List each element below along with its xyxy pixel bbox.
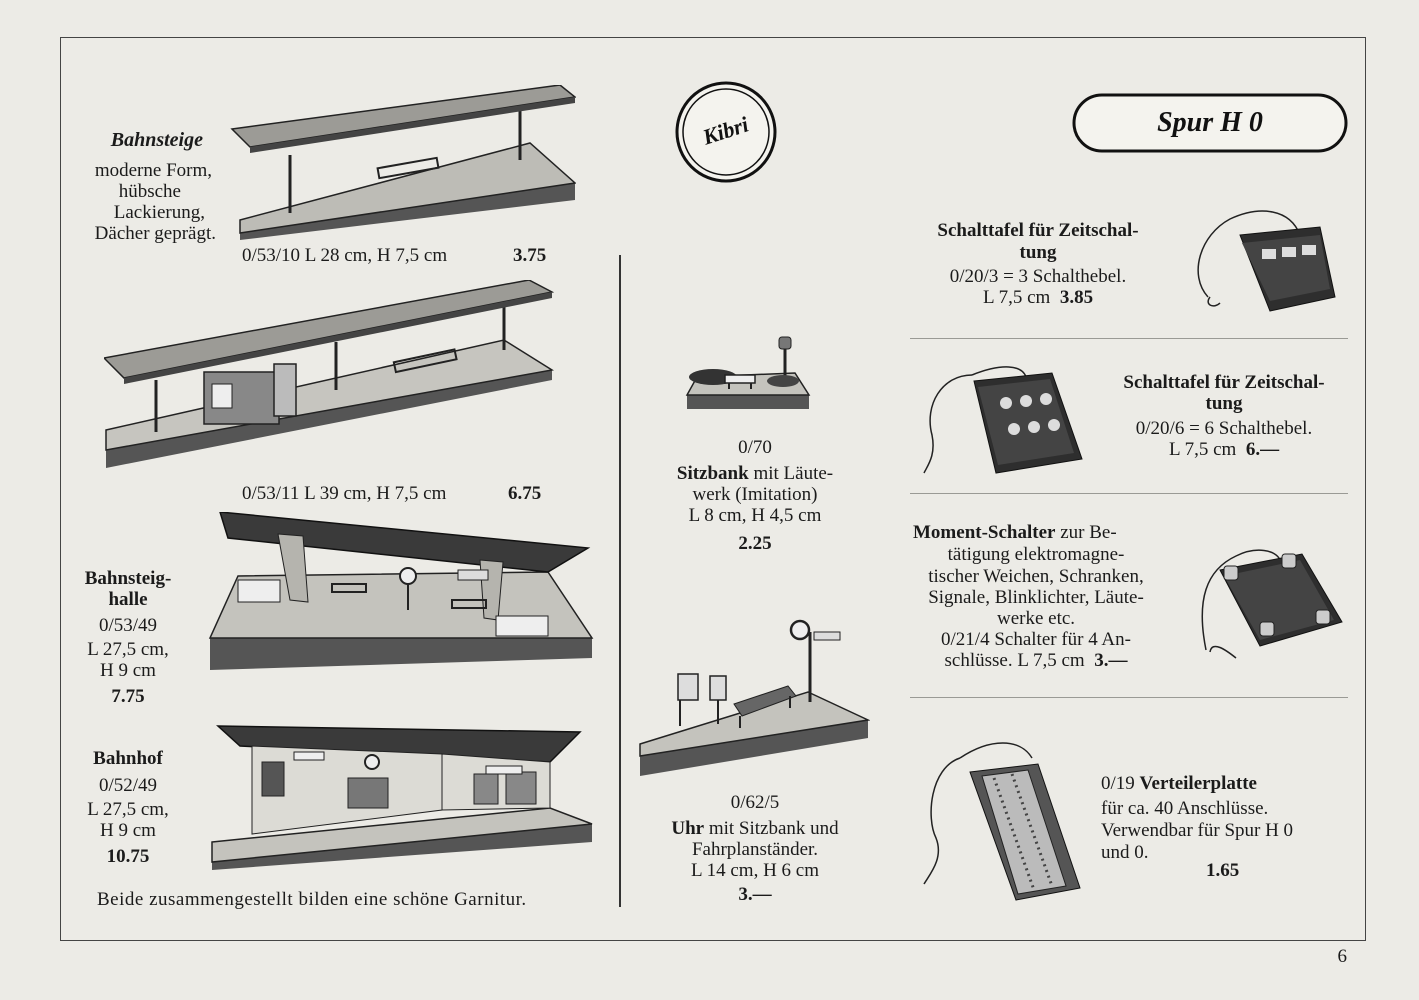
bahnsteige-desc-4: Dächer geprägt. <box>94 223 216 244</box>
platform-hall-illustration <box>208 512 594 672</box>
switch-panel-3-illustration <box>1180 205 1340 321</box>
page-number: 6 <box>1337 946 1348 967</box>
moment-line-4: werke etc. <box>996 608 1076 629</box>
spur-h0-badge: Spur H 0 <box>1072 93 1348 153</box>
platform-long-illustration <box>104 280 554 470</box>
item-0-53-11: 0/53/11 L 39 cm, H 7,5 cm <box>242 483 447 504</box>
schalttafel6-line-1: 0/20/6 = 6 Schalthebel. <box>1135 418 1313 439</box>
schalttafel6-title-1: Schalttafel für Zeitschal- <box>1123 372 1325 393</box>
verteiler-line-3: und 0. <box>1101 842 1149 863</box>
uhr-price: 3.— <box>738 884 772 905</box>
svg-text:Spur H 0: Spur H 0 <box>1157 107 1263 138</box>
moment-line-3: Signale, Blinklichter, Läute- <box>928 587 1144 608</box>
garnitur-note: Beide zusammengestellt bilden eine schön… <box>97 889 527 910</box>
verteiler-title: 0/19 Verteilerplatte <box>1101 773 1257 794</box>
bench-with-bell-illustration <box>685 333 811 413</box>
sitzbank-line-1: werk (Imitation) <box>692 484 818 505</box>
momentary-switch-illustration <box>1176 540 1348 660</box>
schalttafel3-line-2: L 7,5 cm 3.85 <box>982 287 1094 308</box>
column-divider <box>619 255 621 907</box>
verteiler-line-1: für ca. 40 Anschlüsse. <box>1101 798 1269 819</box>
uhr-title: Uhr mit Sitzbank und <box>671 818 839 839</box>
kibri-logo: Kibri <box>674 80 778 184</box>
separator-3 <box>910 697 1348 698</box>
schalttafel6-title-2: tung <box>1205 393 1243 414</box>
page-frame <box>60 37 1366 941</box>
verteiler-price: 1.65 <box>1206 860 1240 881</box>
uhr-number: 0/62/5 <box>730 792 780 813</box>
halle-line-1: 0/53/49 <box>98 615 158 636</box>
bahnsteige-desc-3: Lackierung, <box>113 202 205 223</box>
schalttafel6-line-2: L 7,5 cm 6.— <box>1168 439 1280 460</box>
moment-line-5: 0/21/4 Schalter für 4 An- <box>941 629 1131 650</box>
bahnhof-price: 10.75 <box>106 846 150 867</box>
verteiler-line-2: Verwendbar für Spur H 0 <box>1101 820 1294 841</box>
bahnsteige-desc-1: moderne Form, <box>94 160 212 181</box>
bahnsteige-desc-2: hübsche <box>118 181 181 202</box>
uhr-line-1: Fahrplanständer. <box>691 839 819 860</box>
separator-1 <box>910 338 1348 339</box>
schalttafel3-line-1: 0/20/3 = 3 Schalthebel. <box>949 266 1127 287</box>
bahnsteige-heading: Bahnsteige <box>110 129 203 151</box>
platform-small-illustration <box>230 85 576 241</box>
uhr-line-2: L 14 cm, H 6 cm <box>690 860 820 881</box>
sitzbank-title: Sitzbank mit Läute- <box>676 463 834 484</box>
clock-bench-illustration <box>638 616 870 780</box>
bahnhof-line-2: L 27,5 cm, <box>87 799 169 820</box>
station-illustration <box>210 722 594 872</box>
price-0-53-11: 6.75 <box>508 483 542 504</box>
sitzbank-line-2: L 8 cm, H 4,5 cm <box>688 505 822 526</box>
moment-line-6: schlüsse. L 7,5 cm 3.— <box>944 650 1128 671</box>
price-0-53-10: 3.75 <box>513 245 547 266</box>
bahnhof-line-1: 0/52/49 <box>98 775 158 796</box>
moment-line-1: tätigung elektromagne- <box>947 544 1125 565</box>
moment-title: Moment-Schalter zur Be- <box>913 522 1117 543</box>
schalttafel3-title-2: tung <box>1019 242 1057 263</box>
sitzbank-number: 0/70 <box>738 437 772 458</box>
bahnhof-line-3: H 9 cm <box>100 820 156 841</box>
halle-line-2: L 27,5 cm, <box>87 639 169 660</box>
separator-2 <box>910 493 1348 494</box>
sitzbank-price: 2.25 <box>738 533 772 554</box>
halle-line-3: H 9 cm <box>100 660 156 681</box>
item-0-53-10: 0/53/10 L 28 cm, H 7,5 cm <box>242 245 448 266</box>
distribution-board-illustration <box>920 738 1082 904</box>
halle-heading-2: halle <box>108 589 148 610</box>
switch-panel-6-illustration <box>922 355 1086 479</box>
halle-heading-1: Bahnsteig- <box>84 568 172 589</box>
halle-price: 7.75 <box>111 686 145 707</box>
schalttafel3-title-1: Schalttafel für Zeitschal- <box>937 220 1139 241</box>
moment-line-2: tischer Weichen, Schranken, <box>928 566 1144 587</box>
bahnhof-heading: Bahnhof <box>93 748 163 769</box>
